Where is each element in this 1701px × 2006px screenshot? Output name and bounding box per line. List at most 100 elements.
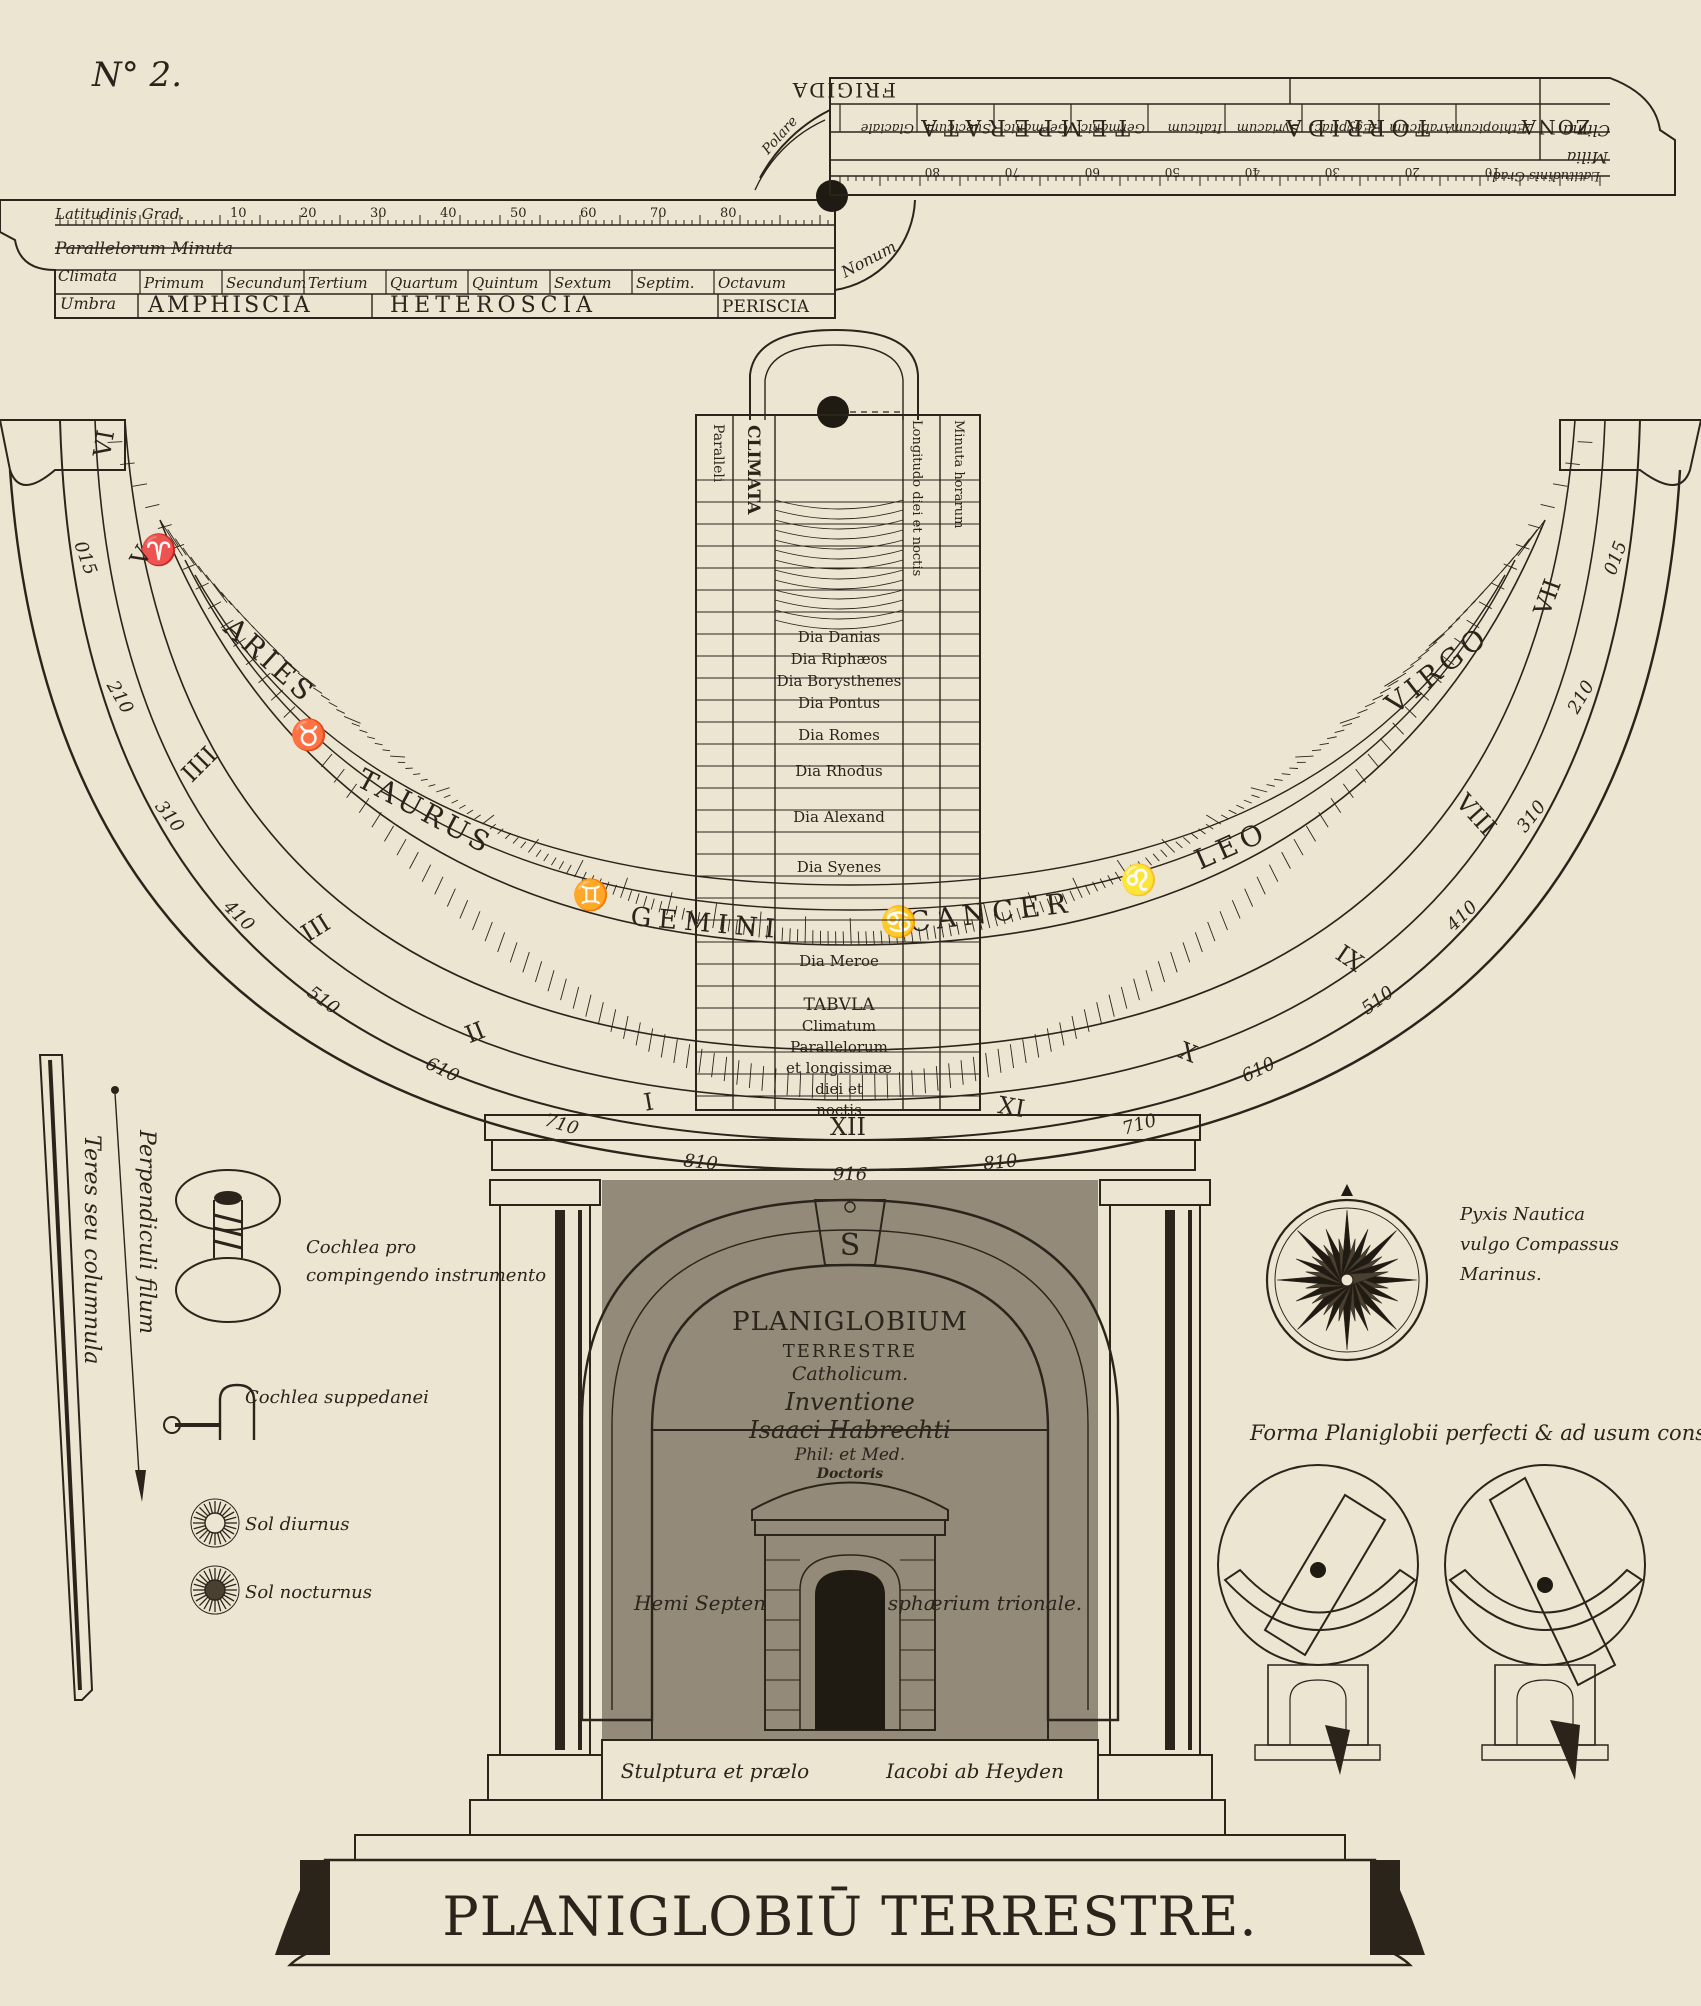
sign-cancer: CANCER <box>907 886 1075 939</box>
forma-label: Forma Planiglobii perfecti & ad usum con… <box>1249 1421 1701 1445</box>
compass-rose-icon <box>1267 1184 1427 1360</box>
ring-tick <box>390 756 405 757</box>
climata-cell: Sextum <box>554 274 612 292</box>
table-arc-line <box>775 550 903 559</box>
ring-tick <box>1060 1022 1064 1045</box>
country-cell: Germanic. <box>1000 120 1068 135</box>
climate-place: Dia Rhodus <box>795 762 882 780</box>
umbra-amphiscia: AMPHISCIA <box>147 293 313 318</box>
label-continuation: compingendo instrumento <box>306 1265 546 1286</box>
hemi-left: Hemi Septen <box>633 1591 766 1615</box>
outer-ring-number: 610 <box>422 1053 462 1087</box>
ring-tick <box>548 970 554 991</box>
ring-tick <box>1433 634 1445 644</box>
table-arc-line <box>775 610 903 619</box>
ring-tick <box>535 961 541 982</box>
compass-north-marker <box>1341 1184 1353 1196</box>
climata-cell: Primum <box>143 274 204 292</box>
ring-tick <box>1191 833 1198 839</box>
column-label: Teres seu columnula <box>79 1135 104 1364</box>
latitude-tick-label: 10 <box>230 206 247 221</box>
ring-tick <box>1221 815 1228 819</box>
ring-tick <box>523 952 530 972</box>
ring-tick <box>375 743 383 744</box>
ring-tick <box>447 889 455 907</box>
table-arc-line <box>775 520 903 529</box>
ring-tick <box>1541 504 1555 507</box>
pedestal-screw-icon <box>164 1385 254 1440</box>
ring-tick <box>460 900 468 918</box>
arch-subtitle: TERRESTRE <box>783 1341 917 1362</box>
ring-tick <box>473 911 481 930</box>
ring-tick <box>1146 970 1152 991</box>
ring-tick <box>384 826 393 841</box>
keystone-letter: S <box>840 1228 861 1263</box>
hour-numeral: IX <box>1331 939 1369 977</box>
climate-place: Dia Borysthenes <box>777 672 902 690</box>
sun-ray <box>209 1502 212 1514</box>
ring-tick <box>521 842 526 848</box>
hour-numeral: VI <box>88 428 120 460</box>
ring-tick <box>1356 769 1366 782</box>
sun-ray <box>218 1569 221 1581</box>
climate-place: Dia Romes <box>798 726 880 744</box>
tabula-line: noctis <box>816 1101 862 1119</box>
ring-tick <box>1306 826 1315 841</box>
latitude-tick-label: 30 <box>370 206 387 221</box>
base-inscription: PLANIGLOBIŪ TERRESTRE. <box>442 1885 1257 1948</box>
arch-inventione: Inventione <box>784 1388 915 1416</box>
assembled-instrument-right <box>1445 1465 1645 1780</box>
tabula-line: Parallelorum <box>790 1038 888 1056</box>
climate-place: Dia Alexand <box>793 808 885 826</box>
climate-place: Dia Meroe <box>799 952 879 970</box>
ring-tick <box>1220 911 1228 930</box>
table-arc-line <box>775 510 903 519</box>
arch-title: PLANIGLOBIUM <box>732 1307 968 1337</box>
sign-virgo: VIRGO <box>1378 619 1496 721</box>
ring-tick <box>1327 737 1337 739</box>
ring-tick <box>1282 774 1291 775</box>
label-continuation: vulgo Compassus <box>1460 1234 1619 1255</box>
screw-icon <box>176 1170 280 1322</box>
ring-tick <box>628 891 631 901</box>
hour-numeral: X <box>1175 1036 1201 1068</box>
ring-tick <box>413 774 420 775</box>
ring-tick <box>1294 839 1303 855</box>
country-cell: Æthiopicum <box>1451 120 1532 135</box>
sun-night-icon <box>191 1566 239 1614</box>
outer-ring-number: 310 <box>1513 797 1551 837</box>
table-col-minutes: Minuta horarum <box>951 420 966 528</box>
ring-tick <box>924 1068 926 1093</box>
table-arc-line <box>775 580 903 589</box>
latitude-tick-label: 70 <box>650 206 667 221</box>
zone-frigida: FRIGIDA <box>791 78 896 102</box>
country-cell: Ægyptiac. <box>1310 120 1378 135</box>
ring-tick <box>559 861 564 869</box>
ring-tick <box>936 1066 938 1091</box>
country-cell: Germanic. <box>1077 120 1145 135</box>
ring-tick <box>1047 1028 1051 1051</box>
ring-tick <box>1267 785 1275 787</box>
ring-tick <box>133 484 147 486</box>
climate-place: Dia Syenes <box>797 858 881 876</box>
sun-ray <box>225 1526 237 1529</box>
table-col-climata: CLIMATA <box>743 425 763 515</box>
ring-tick <box>858 931 859 944</box>
ring-tick <box>586 995 591 1017</box>
ring-tick <box>1565 463 1580 465</box>
ring-tick <box>321 695 330 700</box>
ring-tick <box>221 592 231 605</box>
ring-tick <box>1134 979 1140 1000</box>
sun-ray <box>194 1593 206 1596</box>
ring-tick <box>1232 900 1240 918</box>
sun-ray <box>209 1533 212 1545</box>
ring-tick <box>1206 815 1221 824</box>
ring-tick <box>475 815 481 819</box>
outer-ring-number: 410 <box>1442 897 1482 937</box>
ring-tick <box>435 877 443 894</box>
table-col-parallels: Paralleli <box>710 424 726 483</box>
latitude-tick-label: 60 <box>580 206 597 221</box>
sun-ray <box>218 1533 221 1545</box>
